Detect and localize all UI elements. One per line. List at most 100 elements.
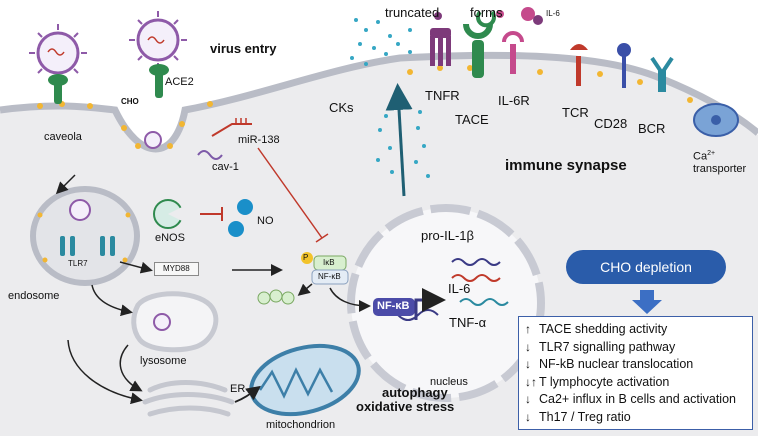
virus-particle-left: [29, 24, 87, 82]
ca-transporter: [693, 103, 739, 137]
mir138-inhibition-line: [257, 147, 323, 239]
transcription-arrow: [414, 288, 446, 320]
virus-in-caveola: [144, 131, 162, 149]
effect-text: TACE shedding activity: [539, 322, 668, 336]
no-molecule-1: [237, 199, 253, 215]
effect-item: ↑TACE shedding activity: [525, 321, 746, 339]
tnfr-label: TNFR: [425, 88, 460, 103]
virus-entry-label: virus entry: [210, 41, 277, 56]
il6r-label: IL-6R: [498, 93, 530, 108]
effect-text: T lymphocyte activation: [539, 374, 670, 389]
immune-synapse-label: immune synapse: [505, 157, 627, 174]
lysosome-label: lysosome: [140, 355, 187, 367]
ca-label: Ca2+: [693, 150, 716, 163]
arrow-nfkb-to-degraded: [297, 283, 313, 296]
no-molecule-2: [228, 221, 244, 237]
nucleus-envelope: [347, 204, 545, 402]
mir138-inhibition-bar: [315, 233, 329, 243]
cytokine-dots: [350, 18, 430, 178]
endosome-vesicle: [30, 186, 140, 286]
ace2-receptor-right: [149, 64, 169, 98]
cks-label: CKs: [329, 100, 354, 115]
effect-item: ↓↑T lymphocyte activation: [525, 374, 746, 392]
cho-down-arrow: [632, 290, 662, 314]
pro-il1b-label: pro-IL-1β: [421, 228, 474, 243]
effect-item: ↓ Ca2+ influx in B cells and activation: [525, 391, 746, 409]
endosome-label: endosome: [8, 290, 60, 302]
bcr-receptor: [650, 56, 674, 92]
gene-pro-il1b: [451, 258, 501, 266]
truncated-forms: [434, 10, 504, 28]
forms-label: forms: [470, 5, 503, 20]
nucleus-label: nucleus: [430, 376, 468, 388]
il6-gene-label: IL-6: [448, 281, 471, 296]
virus-particle-right: [129, 11, 187, 69]
bcr-label: BCR: [638, 121, 666, 136]
cho-depletion-badge: CHO depletion: [566, 250, 726, 284]
tace-label: TACE: [455, 112, 489, 127]
il6-molecule: [521, 7, 543, 25]
phospho-label: P: [303, 253, 309, 262]
no-label: NO: [257, 215, 274, 227]
effect-item: ↓ NF-kB nuclear translocation: [525, 356, 746, 374]
effect-arrow: ↓: [525, 357, 531, 371]
enos-label: eNOS: [155, 232, 185, 244]
lysosome-vesicle: [131, 291, 219, 353]
effect-text: Ca2+ influx in B cells and activation: [539, 392, 736, 406]
mitochondrion-label: mitochondrion: [266, 419, 336, 431]
il6r-receptor: [502, 31, 524, 74]
arrow-nfkb-to-nucleus: [329, 287, 371, 312]
effect-text: Th17 / Treg ratio: [539, 409, 631, 424]
autophagy-label: autophagy: [382, 385, 448, 400]
arrow-lysosome-to-er: [119, 344, 143, 392]
enos-enzyme: [153, 199, 184, 229]
gene-il6: [451, 274, 501, 282]
effect-text: TLR7 signalling pathway: [539, 339, 676, 354]
cho-label: CHO: [121, 97, 139, 106]
arrow-er-mito: [234, 385, 261, 403]
arrow-endosome-to-myd88: [119, 261, 153, 274]
cav1-label: cav-1: [212, 161, 239, 173]
effect-arrow: ↓↑: [525, 374, 537, 389]
effect-text: NF-kB nuclear translocation: [539, 357, 694, 371]
nfkb-small-box: [311, 269, 349, 285]
tace-protein: [463, 23, 493, 78]
cd28-receptor: [617, 43, 631, 88]
nfkb-nucleus-label: NF-κB: [377, 300, 410, 312]
er-organelle: [142, 380, 235, 417]
arrow-endosome-to-er: [67, 339, 143, 405]
effects-box: ↑TACE shedding activity ↓ TLR7 signalling…: [518, 316, 753, 430]
tcr-receptor: [570, 44, 588, 86]
er-label: ER: [230, 383, 246, 395]
effect-item: ↓ Th17 / Treg ratio: [525, 409, 746, 427]
nfkb-small-label: NF-κB: [318, 272, 341, 281]
ikb-label: IκB: [323, 258, 335, 267]
ace2-receptor-left: [48, 74, 68, 104]
degraded-ikb: [257, 289, 295, 305]
ace2-label: ACE2: [165, 76, 194, 88]
tcr-label: TCR: [562, 105, 589, 120]
virus-in-lysosome: [153, 313, 171, 331]
effect-arrow: ↓: [525, 339, 531, 354]
effect-item: ↓ TLR7 signalling pathway: [525, 339, 746, 357]
myd88-label: MYD88: [154, 262, 199, 276]
gene-tnfa: [459, 298, 509, 306]
tlr7-label: TLR7: [68, 259, 88, 268]
cd28-label: CD28: [594, 116, 628, 131]
tnfa-label: TNF-α: [449, 315, 487, 330]
tnfr-receptor: [430, 28, 451, 66]
effect-arrow: ↓: [525, 392, 531, 406]
cav1-protein: [197, 150, 223, 160]
transporter-label: transporter: [693, 163, 747, 175]
phospho-dot: [301, 252, 313, 264]
truncated-label: truncated: [385, 5, 440, 20]
oxidative-stress-label: oxidative stress: [356, 399, 455, 414]
effect-arrow: ↓: [525, 409, 531, 424]
nfkb-nucleus-box: [373, 298, 415, 316]
arrow-endosome-to-lysosome: [91, 284, 133, 317]
arrow-caveola-to-endosome: [55, 174, 76, 195]
il6-top-label: IL-6: [546, 9, 560, 18]
arrow-ck-release: [385, 83, 413, 197]
